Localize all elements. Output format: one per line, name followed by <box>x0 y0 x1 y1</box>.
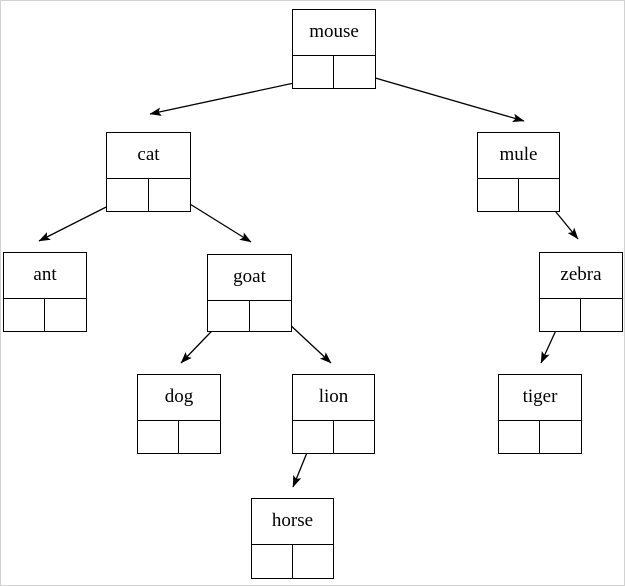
node-pointer-row-dog <box>138 421 220 453</box>
node-pointer-row-goat <box>208 301 291 331</box>
node-label-tiger: tiger <box>499 375 581 421</box>
node-pointer-row-tiger <box>499 421 581 453</box>
node-pointer-row-lion <box>293 421 374 453</box>
node-label-lion: lion <box>293 375 374 421</box>
node-right-pointer-mule[interactable] <box>519 179 560 211</box>
node-left-pointer-dog[interactable] <box>138 421 179 453</box>
node-right-pointer-zebra[interactable] <box>581 299 622 331</box>
node-left-pointer-goat[interactable] <box>208 301 250 331</box>
node-right-pointer-mouse[interactable] <box>334 56 375 88</box>
node-left-pointer-lion[interactable] <box>293 421 334 453</box>
node-right-pointer-lion[interactable] <box>334 421 375 453</box>
node-left-pointer-ant[interactable] <box>4 299 45 331</box>
node-label-mouse: mouse <box>293 10 375 56</box>
node-right-pointer-goat[interactable] <box>250 301 292 331</box>
node-right-pointer-tiger[interactable] <box>540 421 581 453</box>
node-label-dog: dog <box>138 375 220 421</box>
node-pointer-row-cat <box>107 179 190 211</box>
node-pointer-row-ant <box>4 299 86 331</box>
node-left-pointer-cat[interactable] <box>107 179 149 211</box>
node-label-cat: cat <box>107 133 190 179</box>
node-pointer-row-mouse <box>293 56 375 88</box>
node-left-pointer-mule[interactable] <box>478 179 519 211</box>
node-left-pointer-zebra[interactable] <box>540 299 581 331</box>
node-label-mule: mule <box>478 133 559 179</box>
tree-node-zebra[interactable]: zebra <box>539 252 623 332</box>
node-pointer-row-horse <box>252 545 333 578</box>
node-label-zebra: zebra <box>540 253 622 299</box>
node-pointer-row-mule <box>478 179 559 211</box>
tree-node-dog[interactable]: dog <box>137 374 221 454</box>
node-right-pointer-ant[interactable] <box>45 299 86 331</box>
edge-mouse-left-to-cat <box>149 79 309 116</box>
node-left-pointer-horse[interactable] <box>252 545 293 578</box>
tree-node-mouse[interactable]: mouse <box>292 9 376 89</box>
tree-node-lion[interactable]: lion <box>292 374 375 454</box>
node-right-pointer-horse[interactable] <box>293 545 334 578</box>
tree-node-horse[interactable]: horse <box>251 498 334 579</box>
node-right-pointer-cat[interactable] <box>149 179 191 211</box>
tree-node-tiger[interactable]: tiger <box>498 374 582 454</box>
node-left-pointer-mouse[interactable] <box>293 56 334 88</box>
tree-node-mule[interactable]: mule <box>477 132 560 212</box>
node-left-pointer-tiger[interactable] <box>499 421 540 453</box>
tree-node-ant[interactable]: ant <box>3 252 87 332</box>
node-label-goat: goat <box>208 255 291 301</box>
node-label-horse: horse <box>252 499 333 545</box>
node-label-ant: ant <box>4 253 86 299</box>
edge-mouse-right-to-mule <box>357 72 525 123</box>
node-right-pointer-dog[interactable] <box>179 421 220 453</box>
tree-node-cat[interactable]: cat <box>106 132 191 212</box>
tree-node-goat[interactable]: goat <box>207 254 292 332</box>
node-pointer-row-zebra <box>540 299 622 331</box>
